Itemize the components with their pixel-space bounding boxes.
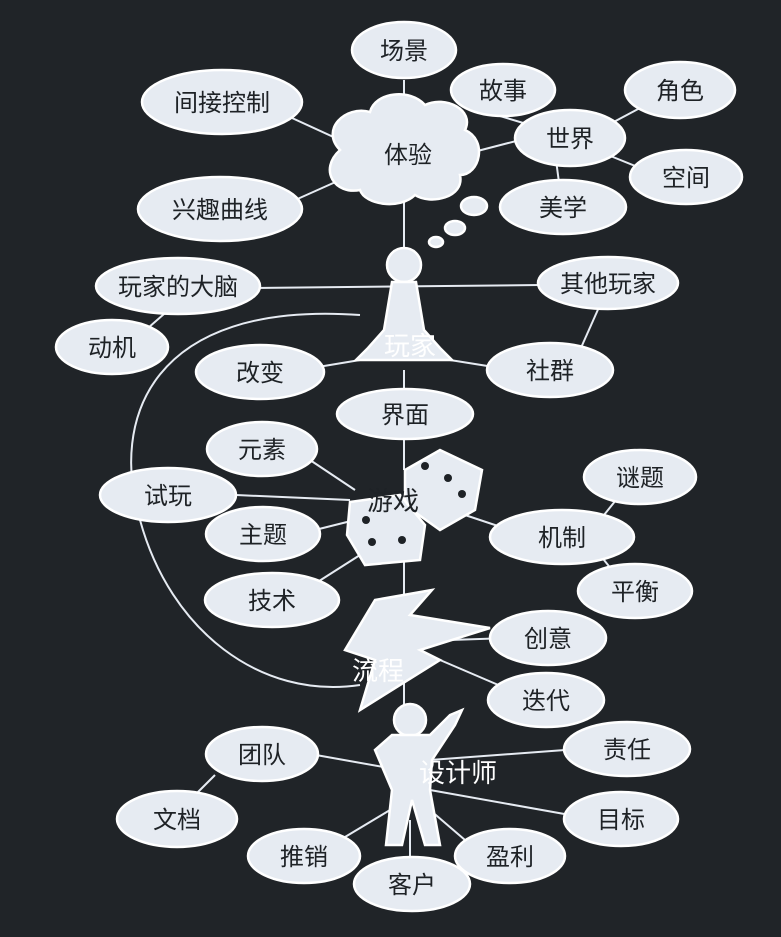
node-technology: 技术 — [203, 571, 341, 629]
node-story: 故事 — [449, 62, 557, 118]
svg-text:空间: 空间 — [662, 164, 710, 192]
svg-text:改变: 改变 — [236, 359, 284, 387]
node-theme: 主题 — [204, 505, 322, 563]
svg-text:迭代: 迭代 — [522, 687, 570, 715]
node-playtesting: 试玩 — [98, 466, 238, 524]
lightning-icon: 流程 — [343, 588, 491, 713]
node-other-players: 其他玩家 — [536, 255, 680, 311]
node-change: 改变 — [194, 343, 326, 401]
svg-text:技术: 技术 — [248, 587, 296, 615]
dice-icon: 游戏 — [345, 448, 484, 567]
svg-text:团队: 团队 — [238, 741, 286, 769]
svg-text:推销: 推销 — [280, 843, 328, 871]
node-character: 角色 — [623, 60, 737, 120]
designer-label: 设计师 — [419, 759, 497, 789]
svg-text:玩家的大脑: 玩家的大脑 — [118, 273, 238, 301]
svg-text:元素: 元素 — [238, 436, 286, 464]
svg-text:谜题: 谜题 — [616, 464, 664, 492]
node-pitch: 推销 — [246, 827, 362, 885]
svg-text:主题: 主题 — [239, 521, 287, 549]
node-client: 客户 — [352, 855, 472, 913]
svg-text:动机: 动机 — [88, 334, 136, 362]
svg-text:社群: 社群 — [526, 357, 574, 385]
experience-cloud: 体验 — [328, 93, 481, 206]
svg-text:界面: 界面 — [381, 401, 429, 429]
node-mechanics: 机制 — [488, 508, 636, 566]
node-balance: 平衡 — [576, 562, 694, 620]
node-iteration: 迭代 — [486, 671, 606, 729]
svg-text:平衡: 平衡 — [611, 578, 659, 606]
svg-text:创意: 创意 — [524, 625, 572, 653]
svg-text:故事: 故事 — [479, 77, 527, 105]
node-elements: 元素 — [205, 420, 319, 478]
svg-text:兴趣曲线: 兴趣曲线 — [172, 196, 268, 224]
node-responsibility: 责任 — [562, 720, 692, 778]
svg-text:场景: 场景 — [380, 37, 428, 65]
node-world: 世界 — [513, 108, 627, 168]
svg-text:文档: 文档 — [153, 806, 201, 834]
experience-label: 体验 — [384, 141, 432, 169]
node-community: 社群 — [485, 341, 615, 399]
svg-text:盈利: 盈利 — [486, 843, 534, 871]
node-player-mind: 玩家的大脑 — [94, 256, 262, 316]
svg-text:客户: 客户 — [388, 871, 436, 899]
node-creativity: 创意 — [488, 609, 608, 667]
svg-text:目标: 目标 — [597, 806, 645, 834]
player-pawn-icon: 玩家 — [352, 246, 456, 362]
designer-figure-icon: 设计师 — [373, 702, 497, 847]
svg-text:世界: 世界 — [546, 125, 594, 153]
node-indirect-control: 间接控制 — [140, 68, 304, 136]
svg-text:责任: 责任 — [603, 736, 651, 764]
node-goals: 目标 — [562, 790, 680, 848]
node-documentation: 文档 — [115, 789, 239, 849]
svg-text:其他玩家: 其他玩家 — [560, 270, 656, 298]
player-label: 玩家 — [384, 332, 436, 362]
svg-text:试玩: 试玩 — [144, 482, 192, 510]
svg-text:角色: 角色 — [656, 77, 704, 105]
svg-text:间接控制: 间接控制 — [174, 89, 270, 117]
svg-text:机制: 机制 — [538, 524, 586, 552]
node-interest-curve: 兴趣曲线 — [136, 175, 304, 243]
node-puzzles: 谜题 — [582, 448, 698, 506]
node-interface: 界面 — [335, 387, 475, 441]
node-scene: 场景 — [350, 20, 458, 80]
node-motivation: 动机 — [54, 318, 170, 376]
thought-bubbles — [427, 195, 489, 249]
node-profit: 盈利 — [453, 827, 567, 885]
svg-text:美学: 美学 — [539, 194, 587, 222]
game-label: 游戏 — [367, 487, 419, 517]
node-aesthetics: 美学 — [498, 178, 628, 236]
node-space: 空间 — [628, 148, 744, 206]
node-team: 团队 — [204, 725, 320, 783]
process-label: 流程 — [352, 657, 404, 687]
